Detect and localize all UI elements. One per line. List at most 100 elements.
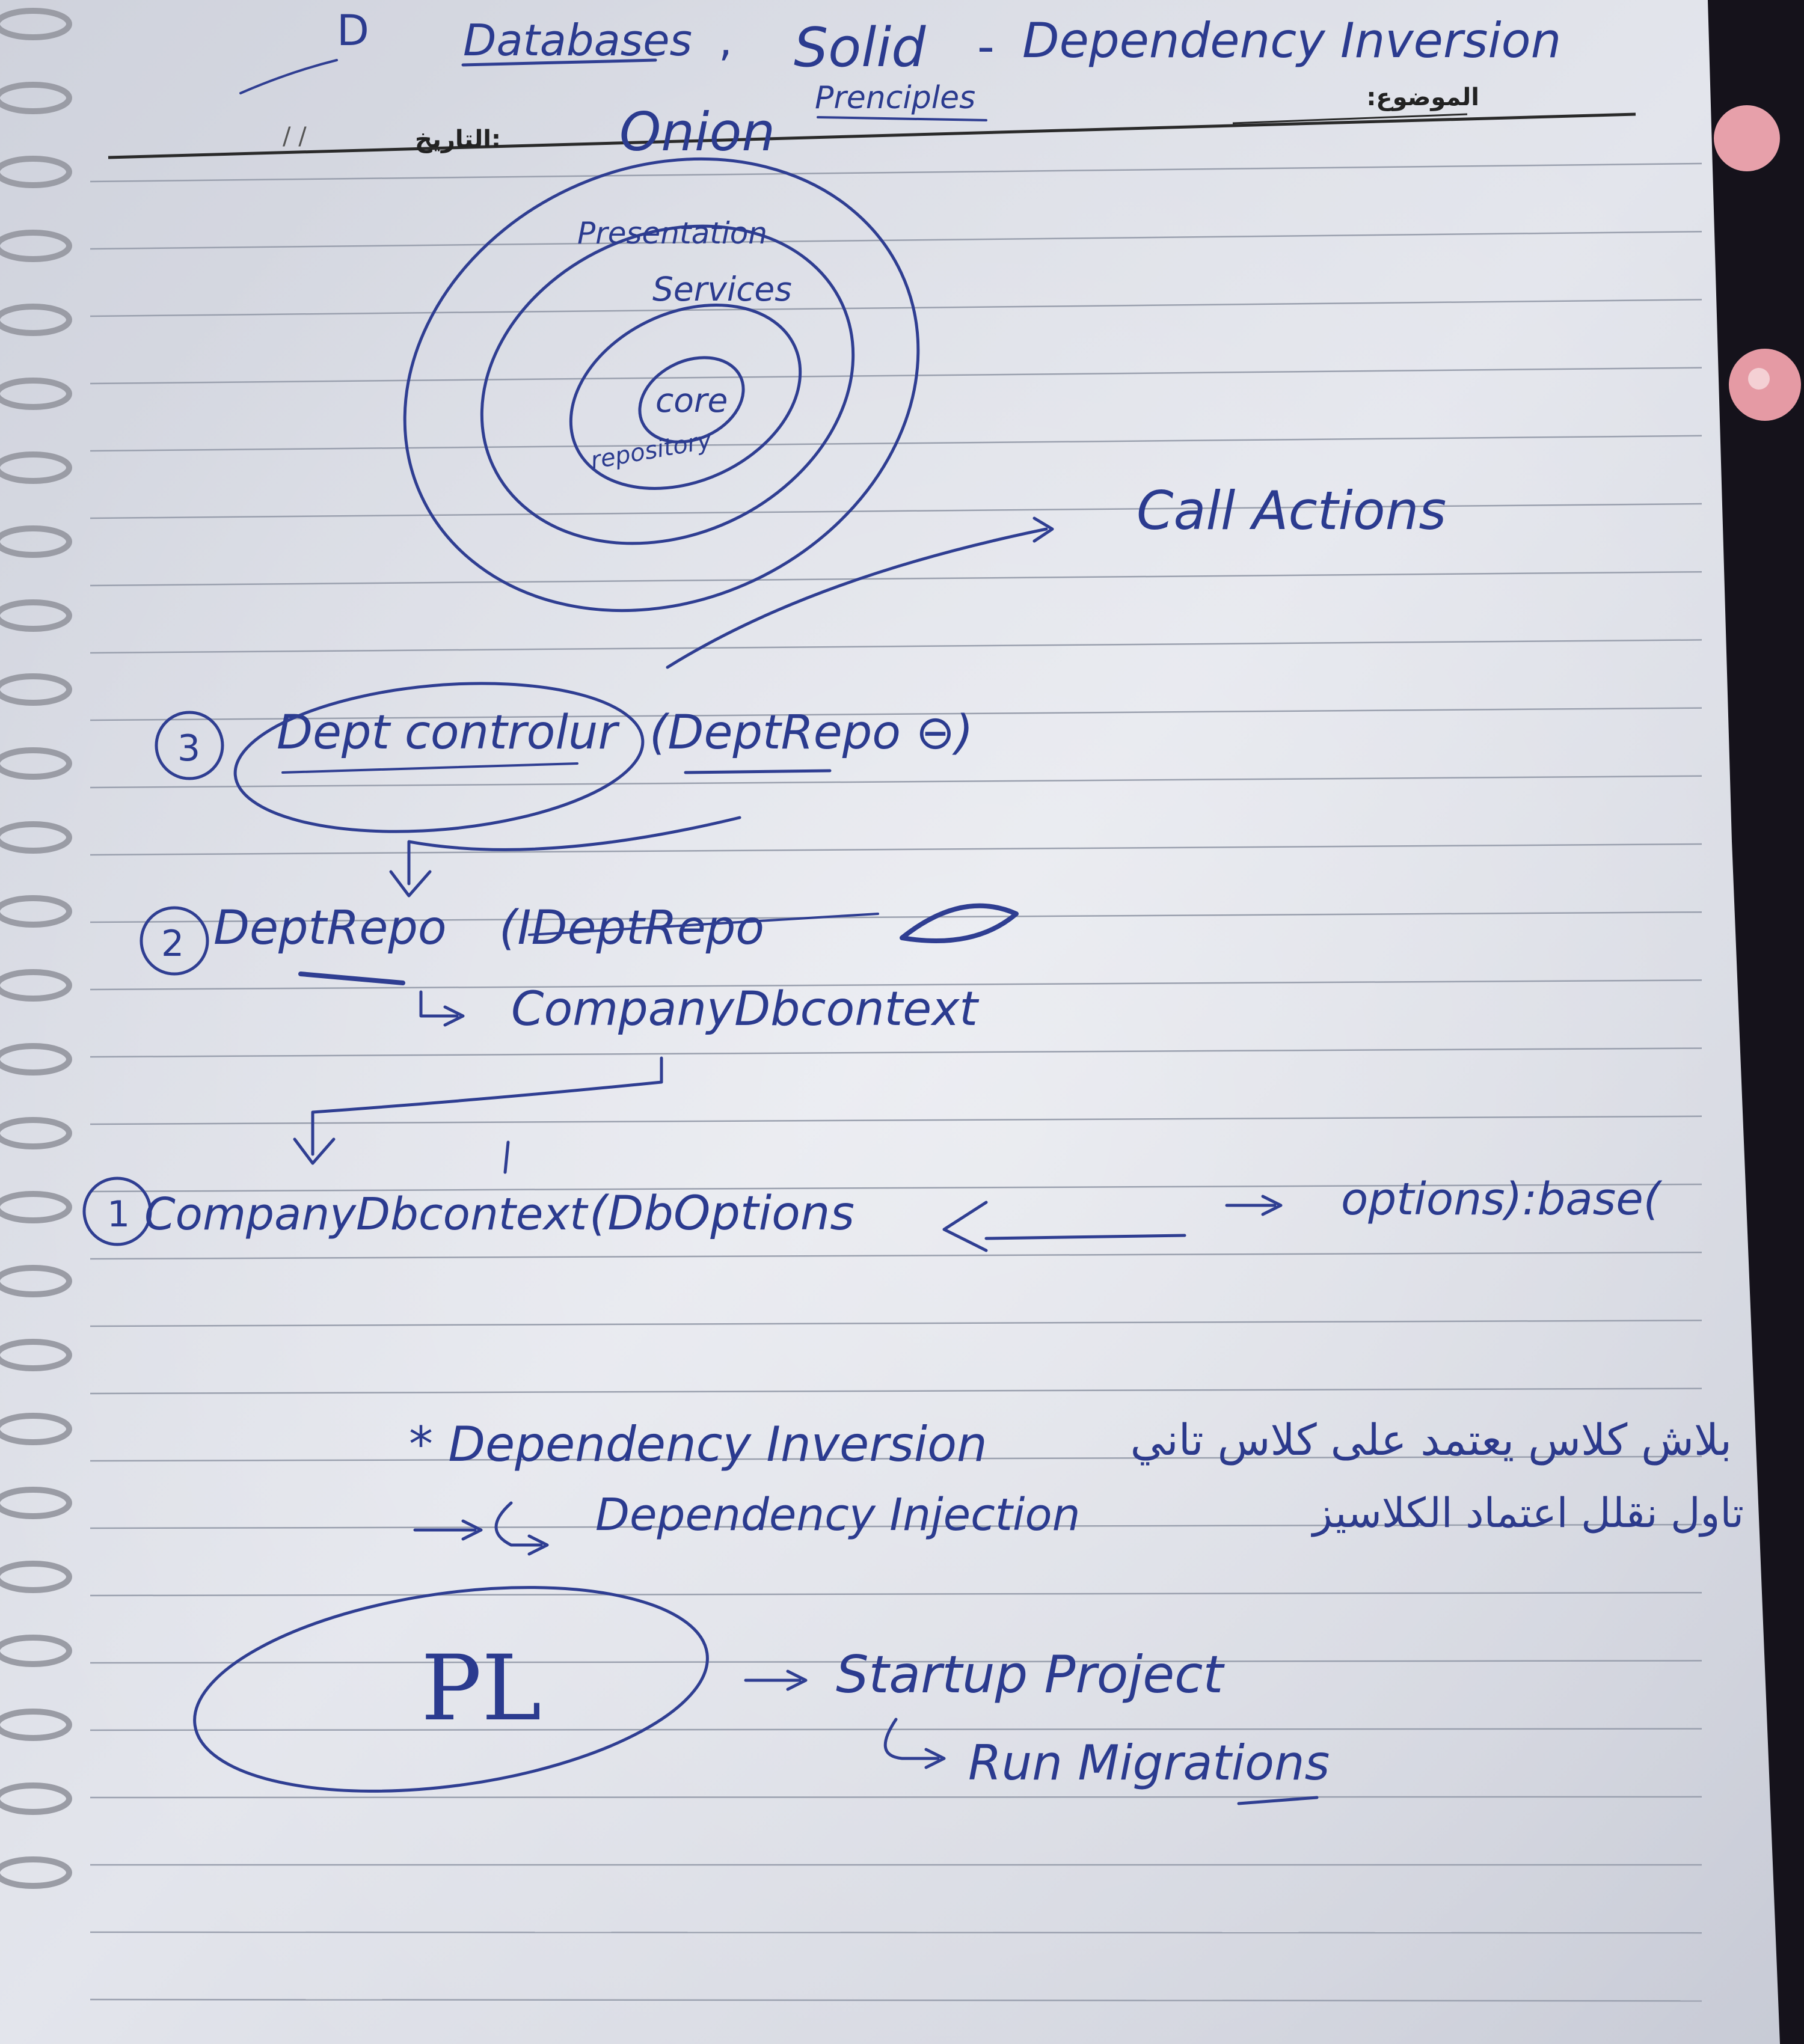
step-3-args: (DeptRepo ⊖) [649,706,974,760]
spiral-ring [0,1561,72,1593]
header-rule [108,112,1636,159]
ruled-line [90,1660,1702,1664]
spiral-ring [0,1339,72,1371]
note-dependency-inversion: * Dependency Inversion [409,1416,987,1472]
spiral-ring [0,969,72,1002]
title-solid: Solid [794,16,926,79]
ruled-line [90,230,1702,250]
spiral-ring [0,1856,72,1889]
step-2-number: 2 [161,923,184,965]
spiral-ring [0,1413,72,1445]
ruled-line [90,367,1702,385]
step-3-number: 3 [177,727,200,770]
sticker-decoration [1714,105,1801,421]
step-3-text: Dept controlur [277,706,620,760]
spiral-ring [0,8,72,40]
step-2-circle [140,906,209,976]
spiral-ring [0,1782,72,1815]
ruled-line [90,1320,1702,1327]
arrow-right-icon [1032,516,1054,543]
step-1-number: 1 [107,1193,130,1235]
spiral-ring [0,378,72,410]
ruled-line [90,1931,1702,1934]
onion-label-services: Services [652,270,792,308]
step-1-text: CompanyDbcontext [144,1189,589,1240]
ruled-line [90,299,1702,317]
date-label: التاريخ: [415,126,501,153]
spiral-ring [0,1709,72,1741]
onion-label-core: core [655,381,728,420]
strikethrough [528,913,879,936]
ruled-line [90,843,1702,856]
spiral-ring [0,747,72,780]
ruled-line [90,1047,1702,1058]
ruled-line [90,1183,1702,1193]
step-3: 3 Dept controlur (DeptRepo ⊖) [155,682,974,898]
arrow-right-icon-3 [527,1534,549,1556]
spiral-ring [0,525,72,558]
step-2-text: DeptRepo [213,901,447,955]
title-dependency-inversion: Dependency Inversion [1022,13,1561,69]
arrow-down-icon [389,870,432,898]
ruled-line [90,162,1702,183]
step-2-sub: CompanyDbcontext [511,982,979,1036]
note-dependency-inversion-ar: بلاش كلاس يعتمد على كلاس تاني [1131,1415,1732,1466]
spiral-ring [0,1191,72,1223]
title-comma: , [719,15,732,66]
note-dependency-injection: Dependency Injection [595,1489,1081,1541]
spiral-ring [0,82,72,114]
spiral-ring [0,673,72,706]
arrow-right-icon-5 [924,1748,946,1769]
ruled-line [90,503,1702,519]
arrow-left-icon [942,1201,988,1252]
spiral-ring [0,451,72,484]
spiral-ring [0,1117,72,1149]
ruled-line [90,1115,1702,1125]
arrow-down-icon-2 [293,1137,336,1165]
step-1-args: (DbOptions [589,1187,854,1241]
note-dependency-injection-ar: تاول نقلل اعتماد الكلاسيز [1311,1490,1744,1537]
spiral-ring [0,821,72,854]
title-onion: Onion [619,101,775,163]
spiral-ring [0,230,72,262]
step-3-circle [155,711,224,780]
spiral-ring [0,1635,72,1667]
onion-label-presentation: Presentation [577,216,767,251]
step-2: 2 DeptRepo (IDeptRepo CompanyDbcontext [140,901,1019,1174]
title-principles: Prenciples [815,80,975,116]
step-3-highlight-oval [233,682,645,833]
ruled-line [90,1728,1702,1731]
pl-startup: Startup Project [836,1645,1225,1705]
ruled-line [90,1998,1702,2002]
spiral-ring [0,1265,72,1297]
onion-layer-core-ring [638,356,745,444]
call-actions-annotation: Call Actions [666,480,1446,669]
title-dash: - [977,19,995,75]
ruled-line [90,775,1702,789]
spiral-ring [0,1043,72,1076]
spiral-ring [0,895,72,928]
spiral-ring [0,304,72,336]
spiral-binding [0,8,72,1889]
ruled-line [90,1455,1702,1462]
ruled-line [90,911,1702,923]
ruled-line [90,979,1702,991]
ruled-line [90,639,1702,654]
ruled-line [90,1251,1702,1260]
pl-oval [193,1586,709,1793]
scribble-mark [900,903,1019,943]
title-group: D Databases , Solid - Dependency Inversi… [239,6,1561,163]
ruled-line [90,1796,1702,1799]
step-1-circle [82,1177,152,1246]
ruled-line [90,1388,1702,1395]
pl-migrations: Run Migrations [968,1735,1330,1791]
spiral-ring [0,599,72,632]
ruled-line [90,1591,1702,1597]
arrow-right-icon-4 [786,1669,808,1691]
date-value: / / [283,123,307,150]
step-1-tail: options):base( [1341,1173,1663,1225]
onion-layer-presentation-ring [403,157,920,613]
notes-section: * Dependency Inversion بلاش كلاس يعتمد ع… [409,1415,1744,1556]
